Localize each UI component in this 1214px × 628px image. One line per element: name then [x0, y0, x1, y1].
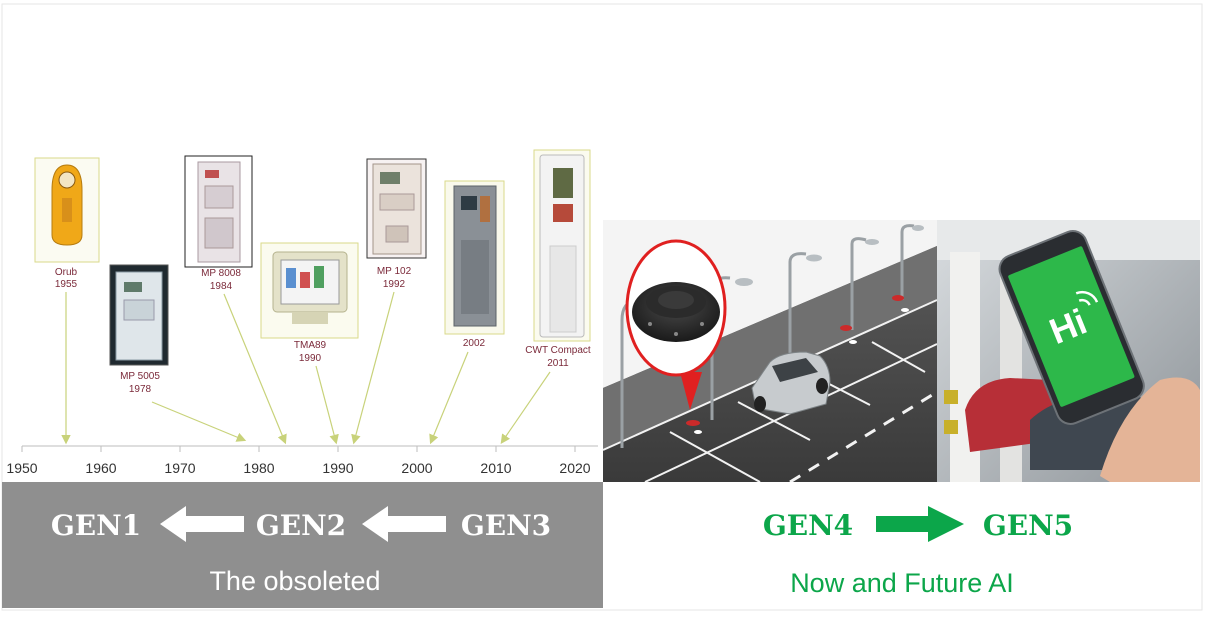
gen3-label: GEN3 [461, 509, 551, 542]
meter-mp102: MP 102 1992 [366, 158, 427, 290]
gen4-label: GEN4 [763, 509, 853, 542]
sensor-marker [892, 295, 904, 301]
meter-label: TMA89 [294, 340, 327, 351]
arrow-left-icon [160, 506, 244, 542]
obsolete-generations: GEN1 GEN2 GEN3 The obsoleted [51, 506, 551, 596]
meter-mp5005: MP 5005 1978 [109, 264, 169, 395]
hand-image [1100, 377, 1200, 482]
arrow-right-icon [876, 506, 964, 542]
smart-parking-street-image [602, 220, 938, 484]
meter-label: CWT Compact [525, 345, 591, 356]
obsolete-band [2, 482, 603, 608]
meter-mp8008: MP 8008 1984 [184, 155, 253, 292]
pointer-arrow [223, 293, 287, 445]
timeline-pointers [61, 291, 551, 445]
sensor-marker [686, 420, 700, 426]
axis-tick-label: 2010 [480, 460, 511, 476]
axis-tick-label: 2020 [559, 460, 590, 476]
obsolete-caption: The obsoleted [209, 566, 380, 596]
pointer-arrow [151, 401, 247, 442]
pointer-arrow [429, 351, 469, 445]
pointer-arrow [500, 371, 551, 444]
phone-app-image: Hi [937, 220, 1200, 482]
meter-year: 2011 [547, 358, 569, 369]
arrow-left-icon [362, 506, 446, 542]
gen1-label: GEN1 [51, 509, 141, 542]
axis-tick-label: 2000 [401, 460, 432, 476]
car-image [751, 351, 831, 415]
gen2-label: GEN2 [256, 509, 346, 542]
future-caption: Now and Future AI [790, 568, 1014, 598]
meter-label: MP 8008 [201, 268, 241, 279]
meter-year: 1984 [210, 281, 233, 292]
meter-orub: Orub 1955 [34, 157, 100, 290]
timeline: 1950 1960 1970 1980 1990 2000 2010 2020 Orub 19… [6, 149, 598, 476]
meter-2002: 2002 [444, 180, 505, 349]
phone-screen [1008, 246, 1135, 407]
pointer-arrow [351, 291, 395, 445]
axis-tick-label: 1990 [322, 460, 353, 476]
pointer-arrow [315, 365, 339, 445]
meter-cwt-compact: CWT Compact 2011 [525, 149, 591, 369]
meter-tma89: TMA89 1990 [260, 242, 359, 364]
sensor-callout [625, 239, 727, 410]
axis-tick-label: 1950 [6, 460, 37, 476]
meter-year: 1992 [383, 279, 406, 290]
meter-label: MP 5005 [120, 371, 160, 382]
meter-label: 2002 [463, 338, 486, 349]
axis-tick-label: 1960 [85, 460, 116, 476]
meter-label: Orub [55, 267, 78, 278]
meter-year: 1978 [129, 384, 152, 395]
meter-label: MP 102 [377, 266, 412, 277]
meter-year: 1955 [55, 279, 78, 290]
axis-tick-label: 1970 [164, 460, 195, 476]
future-band [603, 482, 1200, 608]
gen5-label: GEN5 [983, 509, 1073, 542]
sensor-marker [840, 325, 852, 331]
meter-year: 1990 [299, 353, 322, 364]
parking-sensors [686, 295, 909, 434]
future-generations: GEN4 GEN5 Now and Future AI [763, 506, 1073, 598]
timeline-ticks: 1950 1960 1970 1980 1990 2000 2010 2020 [6, 446, 591, 476]
axis-tick-label: 1980 [243, 460, 274, 476]
phone: Hi [998, 230, 1145, 425]
